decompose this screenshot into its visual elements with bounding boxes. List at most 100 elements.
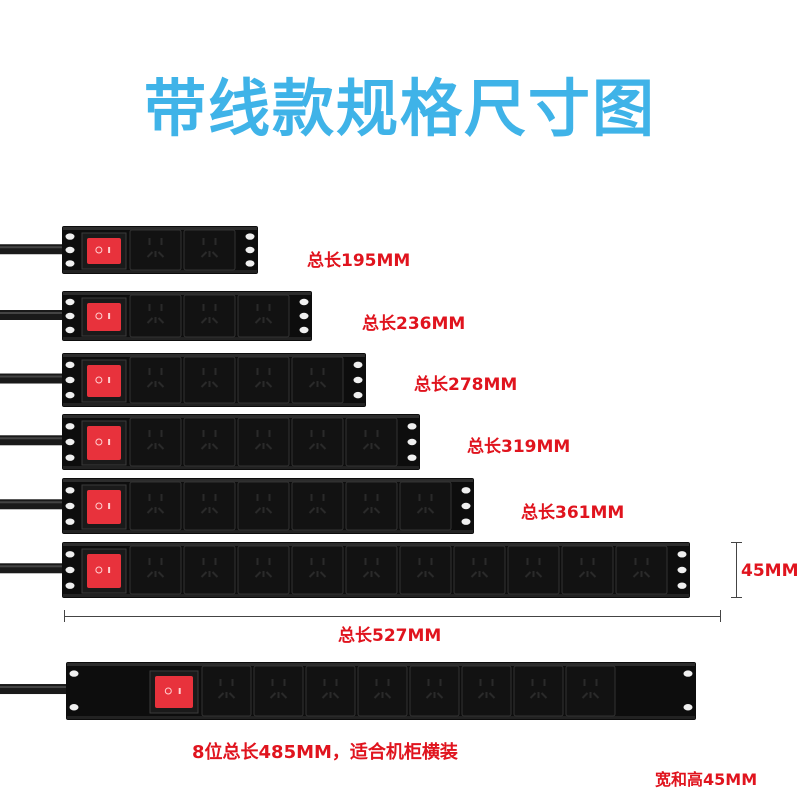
socket-slot [265, 317, 273, 324]
socket-slot [488, 692, 496, 699]
socket-slot [478, 571, 481, 577]
socket-slot [262, 507, 265, 513]
socket-slot [262, 381, 265, 387]
left-mount-hole [65, 454, 75, 461]
power-cable [0, 435, 68, 446]
strip-bottom-edge [63, 466, 419, 469]
right-mount-hole [677, 551, 687, 558]
socket-slot [208, 317, 211, 323]
socket-slot [416, 507, 424, 514]
power-strip [0, 542, 690, 598]
socket-slot [265, 507, 273, 514]
strip-top-edge [63, 479, 473, 482]
outlet-socket [183, 545, 236, 595]
socket-slot [364, 494, 367, 501]
socket-slot [430, 494, 433, 501]
right-mount-hole [245, 246, 255, 254]
socket-slot [430, 558, 433, 565]
socket-slot [271, 679, 274, 686]
socket-slot [211, 251, 219, 258]
socket-slot [214, 494, 217, 501]
socket-slot [646, 558, 649, 565]
socket-slot [319, 443, 327, 450]
rocker-switch [87, 365, 121, 397]
socket-slot [283, 679, 286, 686]
rocker-switch [87, 238, 121, 264]
socket-slot [316, 571, 319, 577]
switch-off-mark [95, 438, 103, 446]
power-strip [0, 478, 474, 534]
right-mount-hole [407, 438, 417, 446]
length-dimension-line [64, 616, 721, 617]
socket-slot [319, 381, 327, 388]
socket-slot [640, 571, 643, 577]
rocker-switch [87, 554, 121, 588]
socket-slot [200, 317, 208, 324]
socket-slot [280, 692, 288, 699]
strip-length-label: 总长278MM [414, 375, 518, 395]
strip-bottom-edge [63, 594, 689, 597]
length-dimension-tick-left [64, 610, 65, 622]
switch-off-mark [95, 312, 103, 320]
socket-slot [146, 571, 154, 578]
right-mount-hole [461, 487, 471, 494]
outlet-socket [253, 665, 304, 717]
socket-slot [154, 251, 157, 257]
right-mount-hole [299, 298, 309, 306]
socket-slot [310, 368, 313, 375]
socket-slot [219, 679, 222, 686]
socket-slot [154, 381, 157, 387]
socket-slot [146, 317, 154, 324]
socket-slot [265, 381, 273, 388]
socket-slot [202, 430, 205, 437]
socket-slot [211, 507, 219, 514]
outlet-socket [237, 417, 290, 467]
socket-slot [373, 443, 381, 450]
strip-bottom-edge [63, 530, 473, 533]
outlet-socket [237, 356, 290, 404]
socket-slot [362, 571, 370, 578]
socket-slot [321, 692, 329, 699]
socket-slot [589, 692, 592, 698]
socket-slot [427, 507, 435, 514]
right-mount-hole [299, 312, 309, 320]
outlet-socket [129, 545, 182, 595]
switch-on-mark [108, 439, 111, 445]
socket-slot [200, 251, 208, 258]
strip-length-label: 总长195MM [307, 251, 411, 271]
socket-slot [208, 443, 211, 449]
outlet-socket [201, 665, 252, 717]
right-mount-hole [683, 704, 693, 711]
socket-slot [211, 571, 219, 578]
socket-slot [157, 381, 165, 388]
socket-slot [439, 679, 442, 686]
socket-slot [202, 494, 205, 501]
socket-slot [214, 430, 217, 437]
power-strip [0, 226, 258, 274]
power-cable [0, 373, 68, 384]
socket-slot [262, 317, 265, 323]
socket-slot [481, 571, 489, 578]
right-mount-hole [407, 454, 417, 461]
switch-off-mark [95, 502, 103, 510]
socket-slot [268, 304, 271, 311]
outlet-socket [399, 481, 452, 531]
socket-slot [418, 494, 421, 501]
socket-slot [370, 507, 373, 513]
socket-slot [427, 679, 430, 686]
socket-slot [254, 507, 262, 514]
socket-slot [322, 430, 325, 437]
left-mount-hole [65, 326, 75, 334]
socket-slot [373, 571, 381, 578]
strip-top-edge [63, 227, 257, 230]
socket-slot [535, 571, 543, 578]
rack-power-strip [0, 662, 696, 720]
socket-slot [376, 430, 379, 437]
left-mount-hole [65, 518, 75, 525]
left-mount-hole [65, 233, 75, 240]
outlet-socket [291, 356, 344, 404]
socket-slot [217, 692, 225, 699]
socket-slot [225, 692, 228, 698]
rack-strip-label: 8位总长485MM，适合机柜横装 [192, 742, 458, 763]
socket-slot [373, 692, 381, 699]
